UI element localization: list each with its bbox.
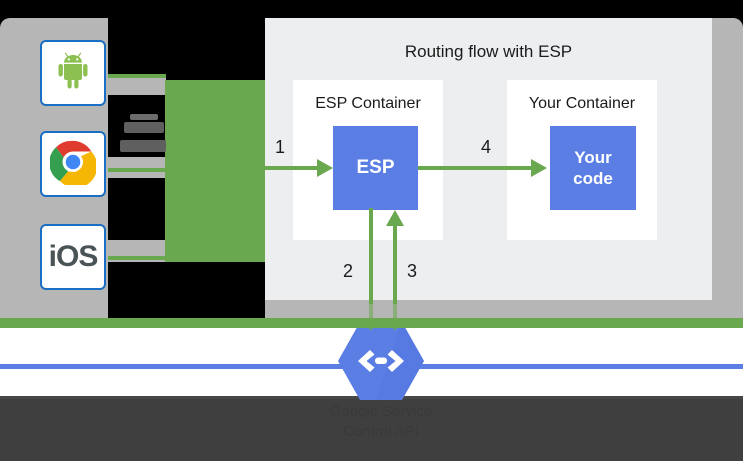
step-number-4: 4 [481, 137, 492, 157]
arrow-1-head [317, 159, 333, 177]
arrow-3-head [386, 210, 404, 226]
occlusion-block-c [108, 262, 166, 318]
occlusion-block-e [166, 18, 265, 80]
arrow-4-line [418, 166, 540, 170]
service-control-label: Google Service Control API [243, 402, 519, 443]
obscured-text-1 [124, 122, 164, 133]
arrow-3-line [393, 224, 397, 304]
step-number-2: 2 [343, 261, 354, 281]
obscured-text-2 [120, 140, 166, 152]
right-gray-band [712, 18, 743, 300]
client-card-ios[interactable]: iOS [40, 224, 106, 290]
client-card-chrome[interactable] [40, 131, 106, 197]
service-label-line1: Google Service [329, 403, 433, 420]
page-background [0, 396, 743, 461]
client-card-android[interactable] [40, 40, 106, 106]
arrow-3-line-ext [393, 300, 397, 330]
step-number-1: 1 [275, 137, 286, 157]
panel-title: Routing flow with ESP [404, 42, 573, 61]
esp-container-title: ESP Container [315, 95, 421, 112]
green-slab [165, 80, 265, 262]
your-container-title: Your Container [528, 95, 636, 112]
your-code-label-line1: Your [574, 147, 612, 167]
diagram-frame: iOS Routing flow with ESP ESP Container … [0, 18, 743, 318]
step-number-3: 3 [407, 261, 418, 281]
your-code-box[interactable]: Your code [550, 126, 636, 210]
occlusion-block-d [166, 262, 265, 318]
arrow-4-head [531, 159, 547, 177]
client-connector-android [108, 74, 166, 78]
occlusion-block-b [108, 178, 166, 240]
your-code-label-line2: code [573, 169, 613, 188]
client-connector-chrome [108, 168, 166, 172]
ios-icon: iOS [48, 240, 99, 273]
client-connector-ios [108, 256, 166, 260]
service-label-line2: Control API [343, 423, 419, 441]
arrow-2-line-ext [369, 300, 373, 330]
hexagon-api-icon [336, 320, 426, 402]
esp-box-label: ESP [356, 157, 395, 179]
chrome-icon [49, 139, 98, 190]
esp-box[interactable]: ESP [333, 126, 418, 210]
arrow-1-line [263, 166, 325, 170]
obscured-text-3 [130, 114, 158, 120]
arrow-2-line [369, 208, 373, 304]
android-icon [52, 50, 94, 97]
routing-flow-panel: Routing flow with ESP ESP Container ESP … [263, 18, 712, 304]
